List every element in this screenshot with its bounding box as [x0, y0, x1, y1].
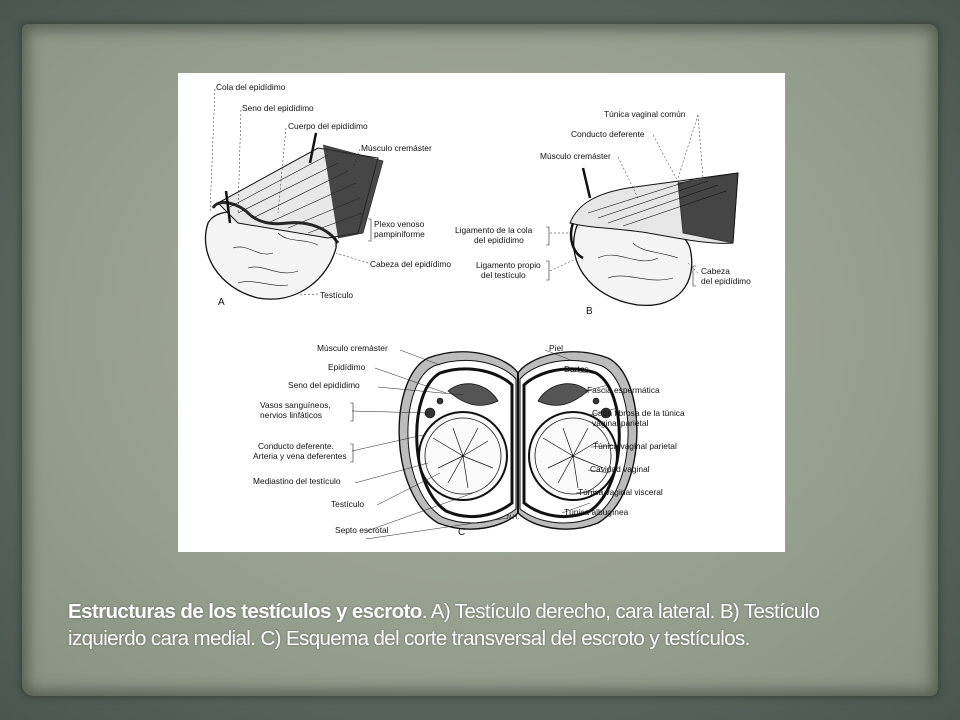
label-musculo-cremaster-c: Músculo cremáster	[317, 343, 388, 353]
label-musculo-cremaster-a: Músculo cremáster	[361, 143, 432, 153]
label-seno-epididimo-c: Seno del epidídimo	[288, 380, 360, 390]
caption-rest: . A) Testículo derecho, cara lateral. B)…	[68, 600, 820, 650]
caption-bold: Estructuras de los testículos y escroto	[68, 600, 422, 623]
panel-letter-c: C	[458, 527, 465, 538]
label-fascia-espermatica: Fascia espermática	[587, 385, 660, 395]
panel-a-labels: Cola del epidídimo Seno del epidídimo Cu…	[216, 82, 451, 308]
bracket-ligamento-cola	[546, 226, 550, 246]
label-testiculo-c: Testículo	[331, 499, 364, 509]
label-cuerpo-epididimo: Cuerpo del epidídimo	[288, 121, 368, 131]
bracket-conducto	[350, 443, 354, 463]
panel-a-drawing	[204, 132, 384, 300]
label-ligamento-cola-1: Ligamento de la cola	[455, 225, 533, 235]
label-plexo-1: Plexo venoso	[374, 219, 425, 229]
bracket-vasos	[350, 402, 354, 422]
label-testiculo-a: Testículo	[320, 290, 353, 300]
panel-b-drawing	[569, 167, 739, 307]
bracket-ligamento-propio	[546, 260, 550, 281]
label-septo-escrotal: Septo escrotal	[335, 525, 389, 535]
label-conducto-c-1: Conducto deferente.	[258, 441, 334, 451]
label-tunica-vaginal-parietal: Túnica vaginal parietal	[593, 441, 677, 451]
label-capa-fibrosa-2: vaginal parietal	[592, 418, 648, 428]
panel-a-leaders	[209, 88, 369, 296]
label-cabeza-b-1: Cabeza	[701, 266, 730, 276]
label-cabeza-b-2: del epidídimo	[701, 276, 751, 286]
label-epididimo-c: Epidídimo	[328, 362, 366, 372]
slide-caption: Estructuras de los testículos y escroto.…	[68, 598, 898, 652]
label-conducto-deferente-b: Conducto deferente	[571, 129, 645, 139]
anatomy-svg: Cola del epidídimo Seno del epidídimo Cu…	[204, 82, 751, 540]
label-piel: Piel	[549, 343, 563, 353]
label-vasos-1: Vasos sanguíneos,	[260, 400, 331, 410]
label-vasos-2: nervios linfáticos	[260, 410, 322, 420]
bracket-cabeza-b	[692, 265, 696, 287]
label-ligamento-propio-2: del testículo	[481, 270, 526, 280]
label-ligamento-cola-2: del epidídimo	[474, 235, 524, 245]
label-cavidad-vaginal: Cavidad vaginal	[590, 464, 650, 474]
label-cabeza-epididimo-a: Cabeza del epidídimo	[370, 259, 451, 269]
panel-letter-a: A	[218, 297, 225, 308]
anatomy-figure: Cola del epidídimo Seno del epidídimo Cu…	[178, 73, 785, 552]
label-tunica-vaginal-comun: Túnica vaginal común	[604, 109, 686, 119]
label-cola-epididimo: Cola del epidídimo	[216, 82, 286, 92]
label-seno-epididimo: Seno del epidídimo	[242, 103, 314, 113]
artist-signature: N.H.	[507, 515, 519, 521]
label-ligamento-propio-1: Ligamento propio	[476, 260, 541, 270]
label-tunica-vaginal-visceral: Túnica vaginal visceral	[578, 487, 663, 497]
panel-c-labels: Músculo cremáster Epidídimo Seno del epi…	[253, 343, 685, 538]
label-musculo-cremaster-b: Músculo cremáster	[540, 151, 611, 161]
panel-letter-b: B	[586, 306, 593, 317]
panel-c-drawing	[398, 351, 638, 530]
bracket-plexo	[368, 218, 372, 242]
panel-b-labels: Túnica vaginal común Conducto deferente …	[455, 109, 751, 317]
panel-b-leaders	[549, 114, 704, 274]
label-capa-fibrosa-1: Capa fibrosa de la túnica	[592, 408, 685, 418]
label-mediastino: Mediastino del testículo	[253, 476, 341, 486]
label-plexo-2: pampiniforme	[374, 229, 425, 239]
label-dartos: Dartos	[564, 364, 589, 374]
label-conducto-c-2: Arteria y vena deferentes	[253, 451, 347, 461]
panel-c-leaders	[351, 349, 622, 540]
label-tunica-albuginea: Túnica albugínea	[564, 507, 629, 517]
